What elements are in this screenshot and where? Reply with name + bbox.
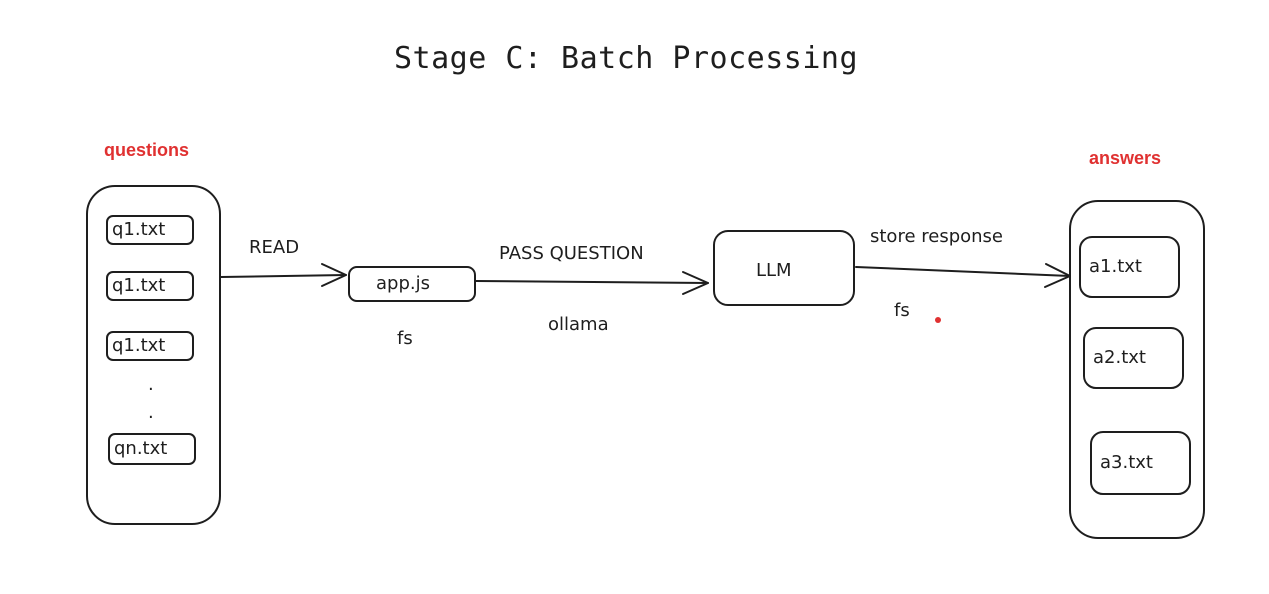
questions-container: [86, 185, 221, 525]
app-node-label: app.js: [376, 273, 430, 294]
question-file-box: [106, 271, 194, 301]
pass-question-arrowhead: [682, 271, 709, 295]
store-response-edge-label: store response: [870, 226, 1004, 247]
pass-question-arrow: [475, 280, 709, 284]
answer-file-label: a2.txt: [1093, 347, 1146, 368]
question-file-label: q1.txt: [112, 275, 166, 296]
answers-container: [1069, 200, 1205, 539]
questions-label: questions: [104, 140, 190, 160]
red-dot-marker: [935, 317, 941, 323]
answer-file-box: [1079, 236, 1180, 298]
read-arrow: [220, 274, 347, 278]
read-arrowhead: [321, 263, 347, 287]
store-response-arrowhead: [1044, 263, 1071, 288]
ellipsis-dot: .: [148, 402, 154, 423]
ollama-annotation: ollama: [548, 314, 609, 335]
answer-file-label: a3.txt: [1100, 452, 1153, 473]
pass-question-edge-label: PASS QUESTION: [499, 243, 644, 264]
question-file-label: q1.txt: [112, 219, 166, 240]
diagram-title: Stage C: Batch Processing: [394, 41, 859, 76]
question-file-label: q1.txt: [112, 335, 166, 356]
llm-node-label: LLM: [756, 260, 792, 281]
ellipsis-dot: .: [148, 374, 154, 395]
answer-file-box: [1083, 327, 1184, 389]
answer-file-label: a1.txt: [1089, 256, 1142, 277]
read-edge-label: READ: [249, 237, 300, 258]
question-file-label: qn.txt: [114, 438, 168, 459]
question-file-box: [106, 331, 194, 361]
app-node-box: [348, 266, 476, 302]
question-file-box: [106, 215, 194, 245]
question-file-box: [108, 433, 196, 465]
answer-file-box: [1090, 431, 1191, 495]
fs-annotation: fs: [894, 300, 910, 321]
llm-node-box: [713, 230, 855, 306]
store-response-arrow: [855, 266, 1071, 277]
answers-label: answers: [1089, 148, 1162, 168]
fs-annotation: fs: [397, 328, 413, 349]
